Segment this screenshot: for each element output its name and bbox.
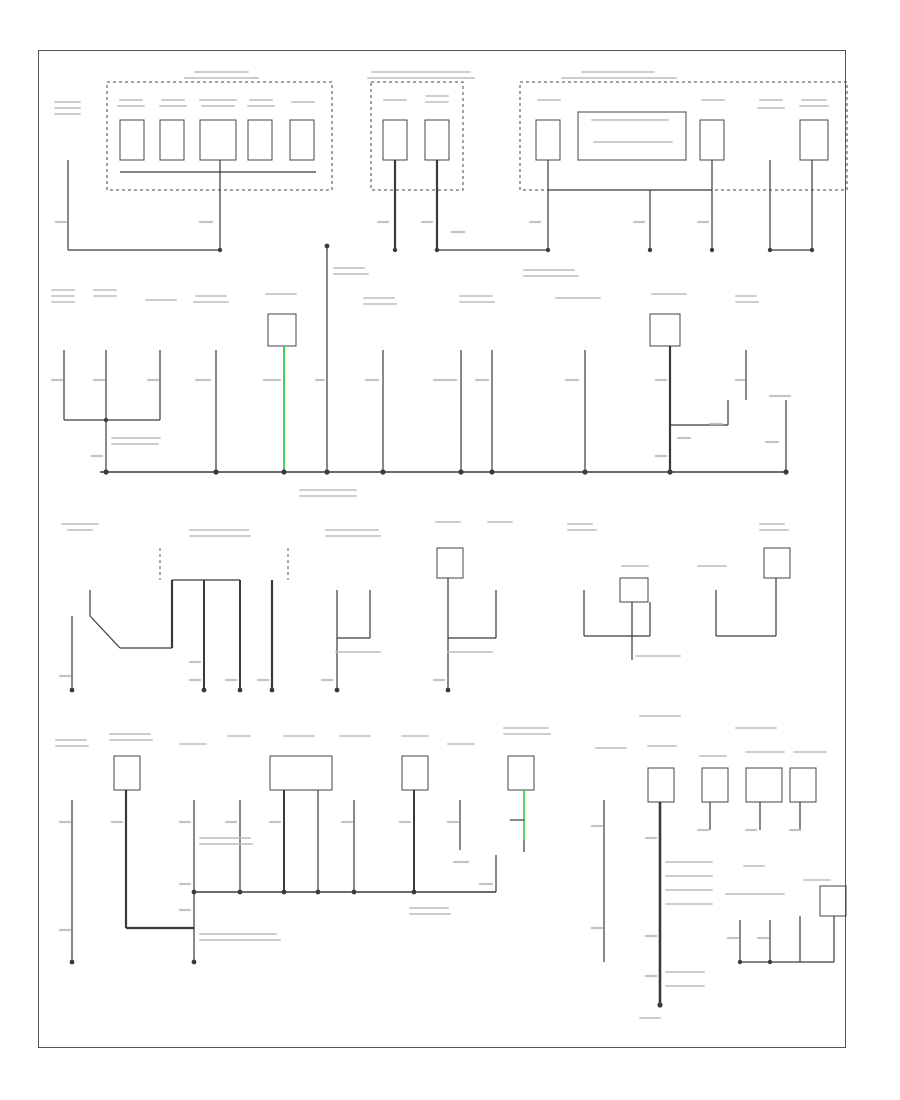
component-r4-2 bbox=[113, 755, 141, 791]
row-3-wires bbox=[71, 578, 777, 690]
diagram-frame bbox=[38, 50, 846, 1048]
component-r1-4 bbox=[199, 119, 237, 161]
component-r4-8 bbox=[401, 755, 429, 791]
component-r1-6 bbox=[289, 119, 315, 161]
component-r4-14 bbox=[745, 767, 783, 803]
row-1-components bbox=[106, 81, 848, 191]
component-r3-9 bbox=[619, 577, 649, 603]
component-r1-11 bbox=[699, 119, 725, 161]
component-r1-9 bbox=[535, 119, 561, 161]
component-r1-3 bbox=[159, 119, 185, 161]
component-r3-11 bbox=[763, 547, 791, 579]
component-r1-8 bbox=[424, 119, 450, 161]
component-r1-10 bbox=[577, 111, 687, 161]
row-3-components bbox=[436, 547, 791, 603]
row-1-wires bbox=[67, 160, 813, 251]
illegible-label-marks bbox=[51, 71, 831, 1019]
component-r1-12 bbox=[799, 119, 829, 161]
splice-points bbox=[69, 243, 815, 1008]
row-2-wires bbox=[63, 246, 788, 473]
row-2-components bbox=[267, 313, 681, 347]
component-r2-4 bbox=[267, 313, 297, 347]
component-r4-13 bbox=[701, 767, 729, 803]
component-r4-10 bbox=[507, 755, 535, 791]
component-r2-11 bbox=[649, 313, 681, 347]
dashed-box-right bbox=[519, 81, 848, 191]
component-r4-5 bbox=[269, 755, 333, 791]
component-r1-2 bbox=[119, 119, 145, 161]
row-3-dashed bbox=[159, 548, 289, 580]
component-r4-15 bbox=[789, 767, 817, 803]
component-r4-12 bbox=[647, 767, 675, 803]
component-r1-5 bbox=[247, 119, 273, 161]
row-4-wires bbox=[71, 790, 835, 1005]
dashed-box-center bbox=[370, 81, 464, 191]
wire-code-marks bbox=[50, 220, 802, 978]
component-r4-16 bbox=[819, 885, 847, 917]
component-r1-7 bbox=[382, 119, 408, 161]
component-r3-6 bbox=[436, 547, 464, 579]
row-4-components bbox=[113, 755, 847, 917]
